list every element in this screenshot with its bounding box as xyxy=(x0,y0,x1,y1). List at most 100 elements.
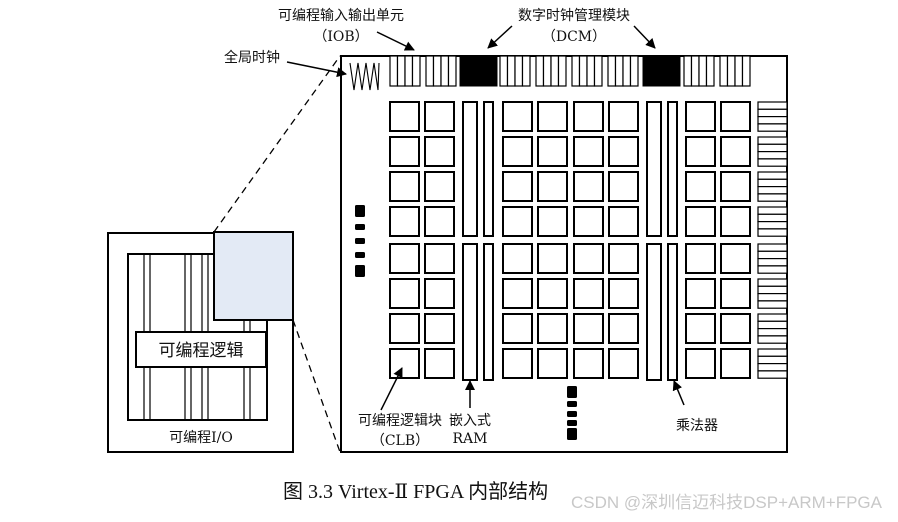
iob-right-cell xyxy=(757,221,788,230)
iob-cell xyxy=(506,55,516,87)
dcm-block xyxy=(642,55,681,87)
clb-cell xyxy=(720,101,751,132)
inset-logic-label: 可编程逻辑 xyxy=(159,341,244,361)
left-pad xyxy=(355,205,365,217)
left-pad xyxy=(355,224,365,230)
clb-cell xyxy=(685,348,716,379)
multiplier-block xyxy=(483,243,494,381)
ram-block xyxy=(462,243,478,381)
clb-cell xyxy=(685,278,716,309)
clb-cell xyxy=(389,136,420,167)
clb-cell xyxy=(685,171,716,202)
clb-cell xyxy=(389,206,420,237)
iob-cell xyxy=(690,55,700,87)
iob-right-cell xyxy=(757,320,788,330)
iob-right-cell xyxy=(757,313,788,322)
iob-right-cell xyxy=(757,250,788,260)
iob-cell xyxy=(514,55,524,87)
clb-cell xyxy=(537,243,568,274)
iob-cell xyxy=(447,55,457,87)
iob-right-cell xyxy=(757,293,788,302)
inset-logic-box xyxy=(135,331,267,368)
iob-right-cell xyxy=(757,300,788,309)
iob-right-cell xyxy=(757,123,788,132)
iob-right-cell xyxy=(757,136,788,145)
iob-right-cell xyxy=(757,193,788,202)
iob-cell xyxy=(586,55,596,87)
iob-cell xyxy=(535,55,545,87)
clb-cell xyxy=(502,243,533,274)
iob-cell xyxy=(726,55,736,87)
iob-cell xyxy=(614,55,624,87)
bottom-pad xyxy=(567,411,577,417)
clb-cell xyxy=(573,278,604,309)
iob-right-cell xyxy=(757,108,788,118)
clb-cell xyxy=(608,136,639,167)
zoom-line-bottom xyxy=(292,319,341,453)
iob-cell xyxy=(389,55,399,87)
iob-right-cell xyxy=(757,363,788,372)
iob-right-column xyxy=(757,101,788,379)
bottom-pad xyxy=(567,386,577,398)
clb-cell xyxy=(537,206,568,237)
global-clock-arrow xyxy=(286,61,347,78)
clb-cell xyxy=(685,313,716,344)
ram-block xyxy=(462,101,478,237)
inset-chip: 可编程逻辑 可编程I/O xyxy=(107,231,294,453)
clb-cell xyxy=(537,171,568,202)
ram-block xyxy=(646,243,662,381)
iob-cell xyxy=(741,55,751,87)
clb-cell xyxy=(720,348,751,379)
iob-cell xyxy=(629,55,639,87)
clb-grid xyxy=(389,101,751,379)
clb-cell xyxy=(424,313,455,344)
clb-cell xyxy=(424,206,455,237)
clb-cell xyxy=(573,313,604,344)
clb-cell xyxy=(389,171,420,202)
bottom-pad xyxy=(567,428,577,440)
dcm-blocks xyxy=(459,55,681,87)
left-pad xyxy=(355,252,365,258)
clb-cell xyxy=(424,348,455,379)
iob-right-cell xyxy=(757,278,788,287)
clb-cell xyxy=(389,243,420,274)
clb-cell xyxy=(424,101,455,132)
clb-cell xyxy=(537,348,568,379)
clb-cell xyxy=(502,206,533,237)
inset-io-label: 可编程I/O xyxy=(169,430,233,446)
iob-right-cell xyxy=(757,243,788,252)
clb-cell xyxy=(608,313,639,344)
figure-caption: 图 3.3 Virtex-Ⅱ FPGA 内部结构 xyxy=(283,480,548,503)
clb-arrow xyxy=(380,367,403,411)
clb-cell xyxy=(424,243,455,274)
iob-top-row xyxy=(389,55,751,87)
global-clock-label: 全局时钟 xyxy=(224,49,280,66)
watermark: CSDN @深圳信迈科技DSP+ARM+FPGA xyxy=(571,493,883,512)
dcm-label-line2: （DCM） xyxy=(542,29,606,45)
iob-right-cell xyxy=(757,213,788,223)
global-clock-icon xyxy=(349,62,380,91)
clb-cell xyxy=(573,136,604,167)
left-pad xyxy=(355,265,365,277)
clb-cell xyxy=(608,278,639,309)
dcm-arrow-right xyxy=(633,25,656,49)
clb-cell xyxy=(502,278,533,309)
iob-cell xyxy=(550,55,560,87)
iob-cell xyxy=(578,55,588,87)
clb-cell xyxy=(720,313,751,344)
iob-cell xyxy=(499,55,509,87)
iob-cell xyxy=(698,55,708,87)
clb-cell xyxy=(608,171,639,202)
multiplier-label: 乘法器 xyxy=(676,418,718,434)
bottom-pad xyxy=(567,401,577,407)
clb-cell xyxy=(608,348,639,379)
clb-cell xyxy=(720,171,751,202)
clb-cell xyxy=(389,313,420,344)
iob-right-cell xyxy=(757,101,788,110)
clb-cell xyxy=(608,101,639,132)
clb-cell xyxy=(685,243,716,274)
bottom-pad xyxy=(567,420,577,426)
iob-cell xyxy=(440,55,450,87)
ram-label-line1: 嵌入式 xyxy=(449,413,491,429)
clb-cell xyxy=(502,101,533,132)
